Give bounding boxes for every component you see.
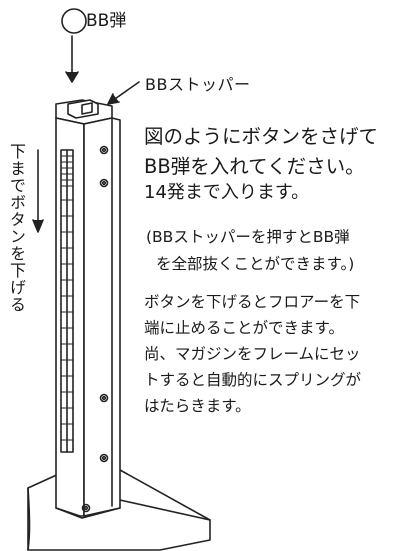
bb-label: BB弾: [86, 11, 127, 31]
bb-pellet-icon: [61, 8, 87, 34]
paragraph-line: ボタンを下げるとフロアーを下: [144, 293, 361, 311]
screw-icon: [99, 453, 109, 463]
note-line: (BBストッパーを押すとBB弾: [146, 228, 350, 246]
slot-ladder-marks: [60, 155, 74, 441]
instruction-line: 14発まで入ります。: [144, 182, 310, 203]
paragraph-line: トすると自動的にスプリングが: [144, 371, 362, 389]
paragraph-line: 端に止めることができます。: [144, 319, 344, 337]
note-line: を全部抜くことができます。): [156, 255, 355, 273]
push-down-arrow-icon: [32, 149, 44, 233]
instruction-line: BB弾を入れてください。: [144, 155, 365, 178]
bb-slot-window: [60, 149, 74, 453]
down-arrow-icon: [65, 35, 79, 83]
screw-icon: [99, 178, 109, 188]
stopper-pointer-arrow: [107, 81, 140, 105]
paragraph-line: はたらきます。: [144, 397, 251, 415]
bb-stopper-label: BBストッパー: [145, 75, 251, 94]
instruction-line: 図のようにボタンをさげて: [144, 125, 379, 148]
push-down-instruction: 下までボタンを下げる: [7, 143, 26, 313]
paragraph-line: 尚、マガジンをフレームにセッ: [144, 345, 361, 363]
screw-icon: [99, 393, 109, 403]
screw-icon: [81, 503, 91, 513]
screw-icon: [99, 145, 109, 155]
